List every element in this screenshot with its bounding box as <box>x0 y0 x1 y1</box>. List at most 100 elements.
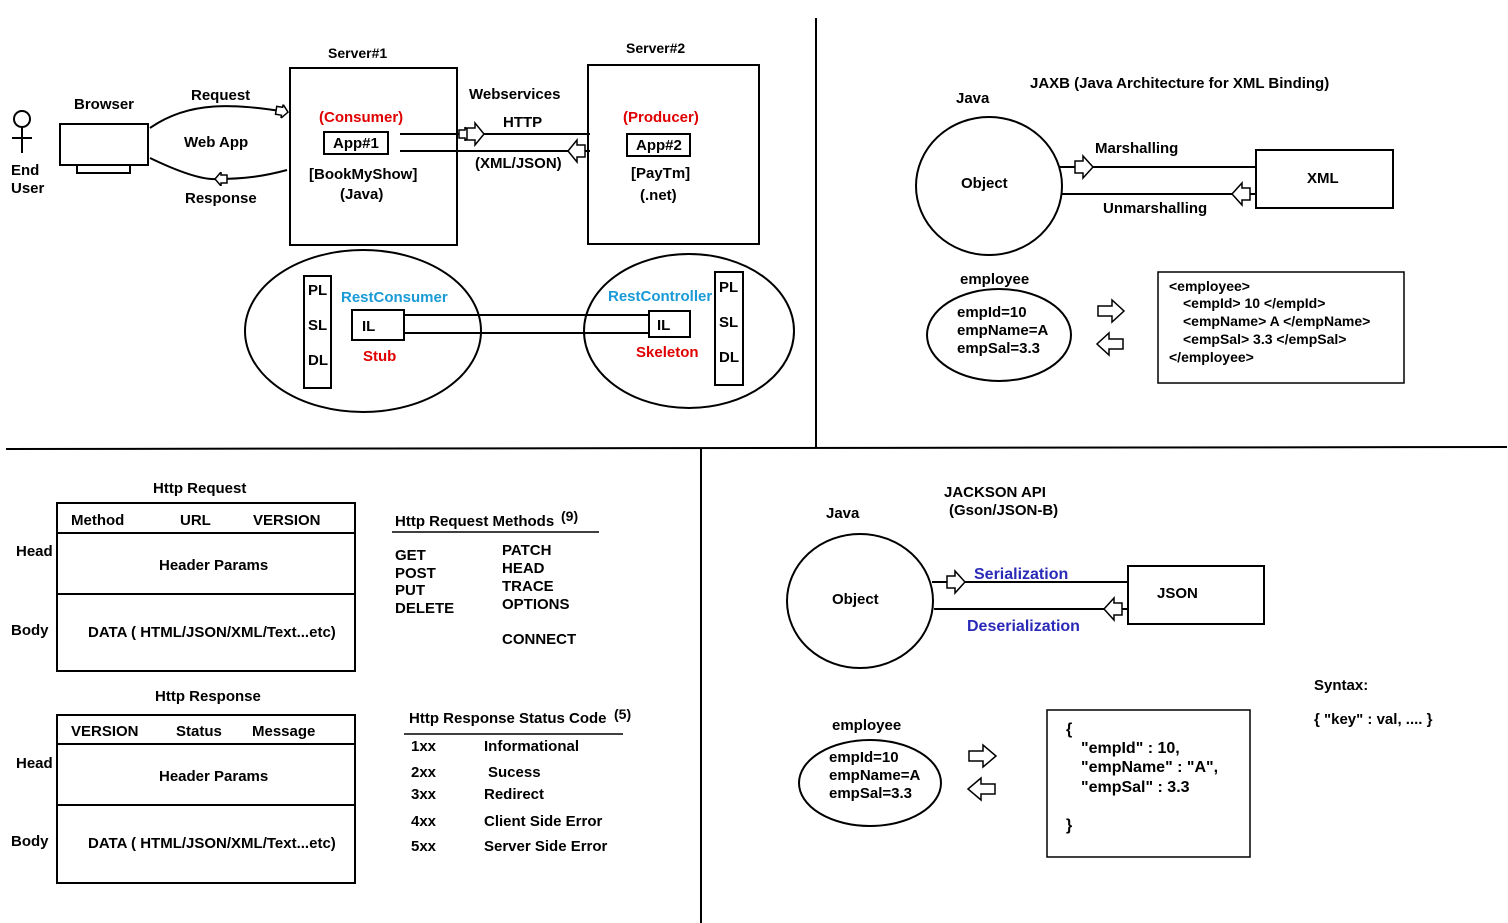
end-user-label-2: User <box>11 180 45 197</box>
response-head-label: Head <box>16 755 53 772</box>
status-desc-5xx: Server Side Error <box>484 838 608 855</box>
response-col-status: Status <box>176 723 222 740</box>
syntax-value: { "key" : val, .... } <box>1314 711 1433 728</box>
methods-count: (9) <box>561 508 578 524</box>
json-line-4: "empSal" : 3.3 <box>1081 779 1190 796</box>
consumer-layers-box <box>303 275 332 389</box>
jaxb-xml-box <box>1255 149 1394 209</box>
serialization-label: Serialization <box>974 566 1068 583</box>
controller-layers-box <box>714 271 744 386</box>
java-label: (Java) <box>340 186 383 203</box>
webservices-label: Webservices <box>469 86 560 103</box>
method-put: PUT <box>395 582 425 599</box>
app1-box <box>323 131 389 155</box>
response-label: Response <box>185 190 257 207</box>
method-post: POST <box>395 565 436 582</box>
unmarshalling-label: Unmarshalling <box>1103 200 1207 217</box>
json-snippet-box <box>1046 709 1251 858</box>
unmarshalling-arrow-icon <box>1230 181 1251 207</box>
server1-label: Server#1 <box>328 45 387 61</box>
request-head-label: Head <box>16 543 53 560</box>
response-arrow <box>216 169 288 179</box>
producer-label: (Producer) <box>623 109 699 126</box>
jaxb-object-label: Object <box>961 175 1008 192</box>
xml-line-5: </employee> <box>1169 349 1254 365</box>
controller-dl-label: DL <box>719 349 739 366</box>
jackson-json-label: JSON <box>1157 585 1198 602</box>
jackson-subtitle: (Gson/JSON-B) <box>949 502 1058 519</box>
server2-label: Server#2 <box>626 40 685 56</box>
method-trace: TRACE <box>502 578 554 595</box>
request-arrow <box>149 106 287 129</box>
bookmyshow-label: [BookMyShow] <box>309 166 417 183</box>
skeleton-label: Skeleton <box>636 344 699 361</box>
server1-box <box>289 67 458 246</box>
http-diagram: Http Request Method URL VERSION Head Hea… <box>11 480 631 884</box>
jaxb-employee-label: employee <box>960 271 1029 288</box>
controller-il-box <box>648 310 691 338</box>
deserialization-label: Deserialization <box>967 618 1080 635</box>
http-request-title: Http Request <box>153 480 246 497</box>
status-desc-4xx: Client Side Error <box>484 813 603 830</box>
method-head: HEAD <box>502 560 545 577</box>
jackson-employee-label: employee <box>832 717 901 734</box>
app2-box <box>626 133 691 157</box>
status-code-1xx: 1xx <box>411 738 437 755</box>
xml-snippet-box <box>1157 271 1405 384</box>
controller-pl-label: PL <box>719 279 738 296</box>
response-col-message: Message <box>252 723 315 740</box>
json-line-2: "empId" : 10, <box>1081 740 1180 757</box>
method-patch: PATCH <box>502 542 551 559</box>
http-forward-arrow-icon <box>466 120 485 148</box>
syntax-label: Syntax: <box>1314 677 1368 694</box>
xml-json-label: (XML/JSON) <box>475 155 562 172</box>
browser-label: Browser <box>74 96 134 113</box>
status-code-5xx: 5xx <box>411 838 437 855</box>
response-col-version: VERSION <box>71 723 139 740</box>
response-body-label: Body <box>11 833 49 850</box>
app1-label: App#1 <box>333 135 379 152</box>
to-json-arrow-icon <box>968 743 998 769</box>
jaxb-employee-ellipse <box>926 288 1072 382</box>
status-code-2xx: 2xx <box>411 764 437 781</box>
jaxb-field-empsal: empSal=3.3 <box>957 340 1040 357</box>
request-col-method: Method <box>71 512 124 529</box>
jackson-field-empname: empName=A <box>829 767 920 784</box>
xml-line-4: <empSal> 3.3 </empSal> <box>1183 331 1346 347</box>
controller-sl-label: SL <box>719 314 738 331</box>
status-code-3xx: 3xx <box>411 786 437 803</box>
from-xml-arrow-icon <box>1095 331 1124 357</box>
methods-title: Http Request Methods <box>395 513 554 530</box>
request-col-version: VERSION <box>253 512 321 529</box>
request-header-params: Header Params <box>159 557 268 574</box>
method-get: GET <box>395 547 426 564</box>
xml-line-2: <empId> 10 </empId> <box>1183 295 1325 311</box>
status-desc-1xx: Informational <box>484 738 579 755</box>
consumer-dl-label: DL <box>308 352 328 369</box>
app2-label: App#2 <box>636 137 682 154</box>
paytm-label: [PayTm] <box>631 165 690 182</box>
jackson-field-empid: empId=10 <box>829 749 899 766</box>
server2-box <box>587 64 760 245</box>
controller-ellipse <box>583 253 795 409</box>
jackson-field-empsal: empSal=3.3 <box>829 785 912 802</box>
request-col-url: URL <box>180 512 211 529</box>
jaxb-field-empname: empName=A <box>957 322 1048 339</box>
json-line-5: } <box>1066 817 1072 834</box>
controller-il-label: IL <box>657 317 670 334</box>
jaxb-title: JAXB (Java Architecture for XML Binding) <box>1030 75 1329 92</box>
net-label: (.net) <box>640 187 677 204</box>
web-app-label: Web App <box>184 134 248 151</box>
to-xml-arrow-icon <box>1097 298 1126 324</box>
json-line-1: { <box>1066 721 1072 738</box>
consumer-ellipse <box>244 249 482 413</box>
marshalling-arrow-icon <box>1074 154 1095 180</box>
response-curve <box>149 157 217 181</box>
xml-line-3: <empName> A </empName> <box>1183 313 1370 329</box>
status-desc-3xx: Redirect <box>484 786 544 803</box>
consumer-il-label: IL <box>362 318 375 335</box>
request-label: Request <box>191 87 250 104</box>
response-body-data: DATA ( HTML/JSON/XML/Text...etc) <box>88 835 336 852</box>
from-json-arrow-icon <box>966 776 996 802</box>
marshalling-label: Marshalling <box>1095 140 1178 157</box>
